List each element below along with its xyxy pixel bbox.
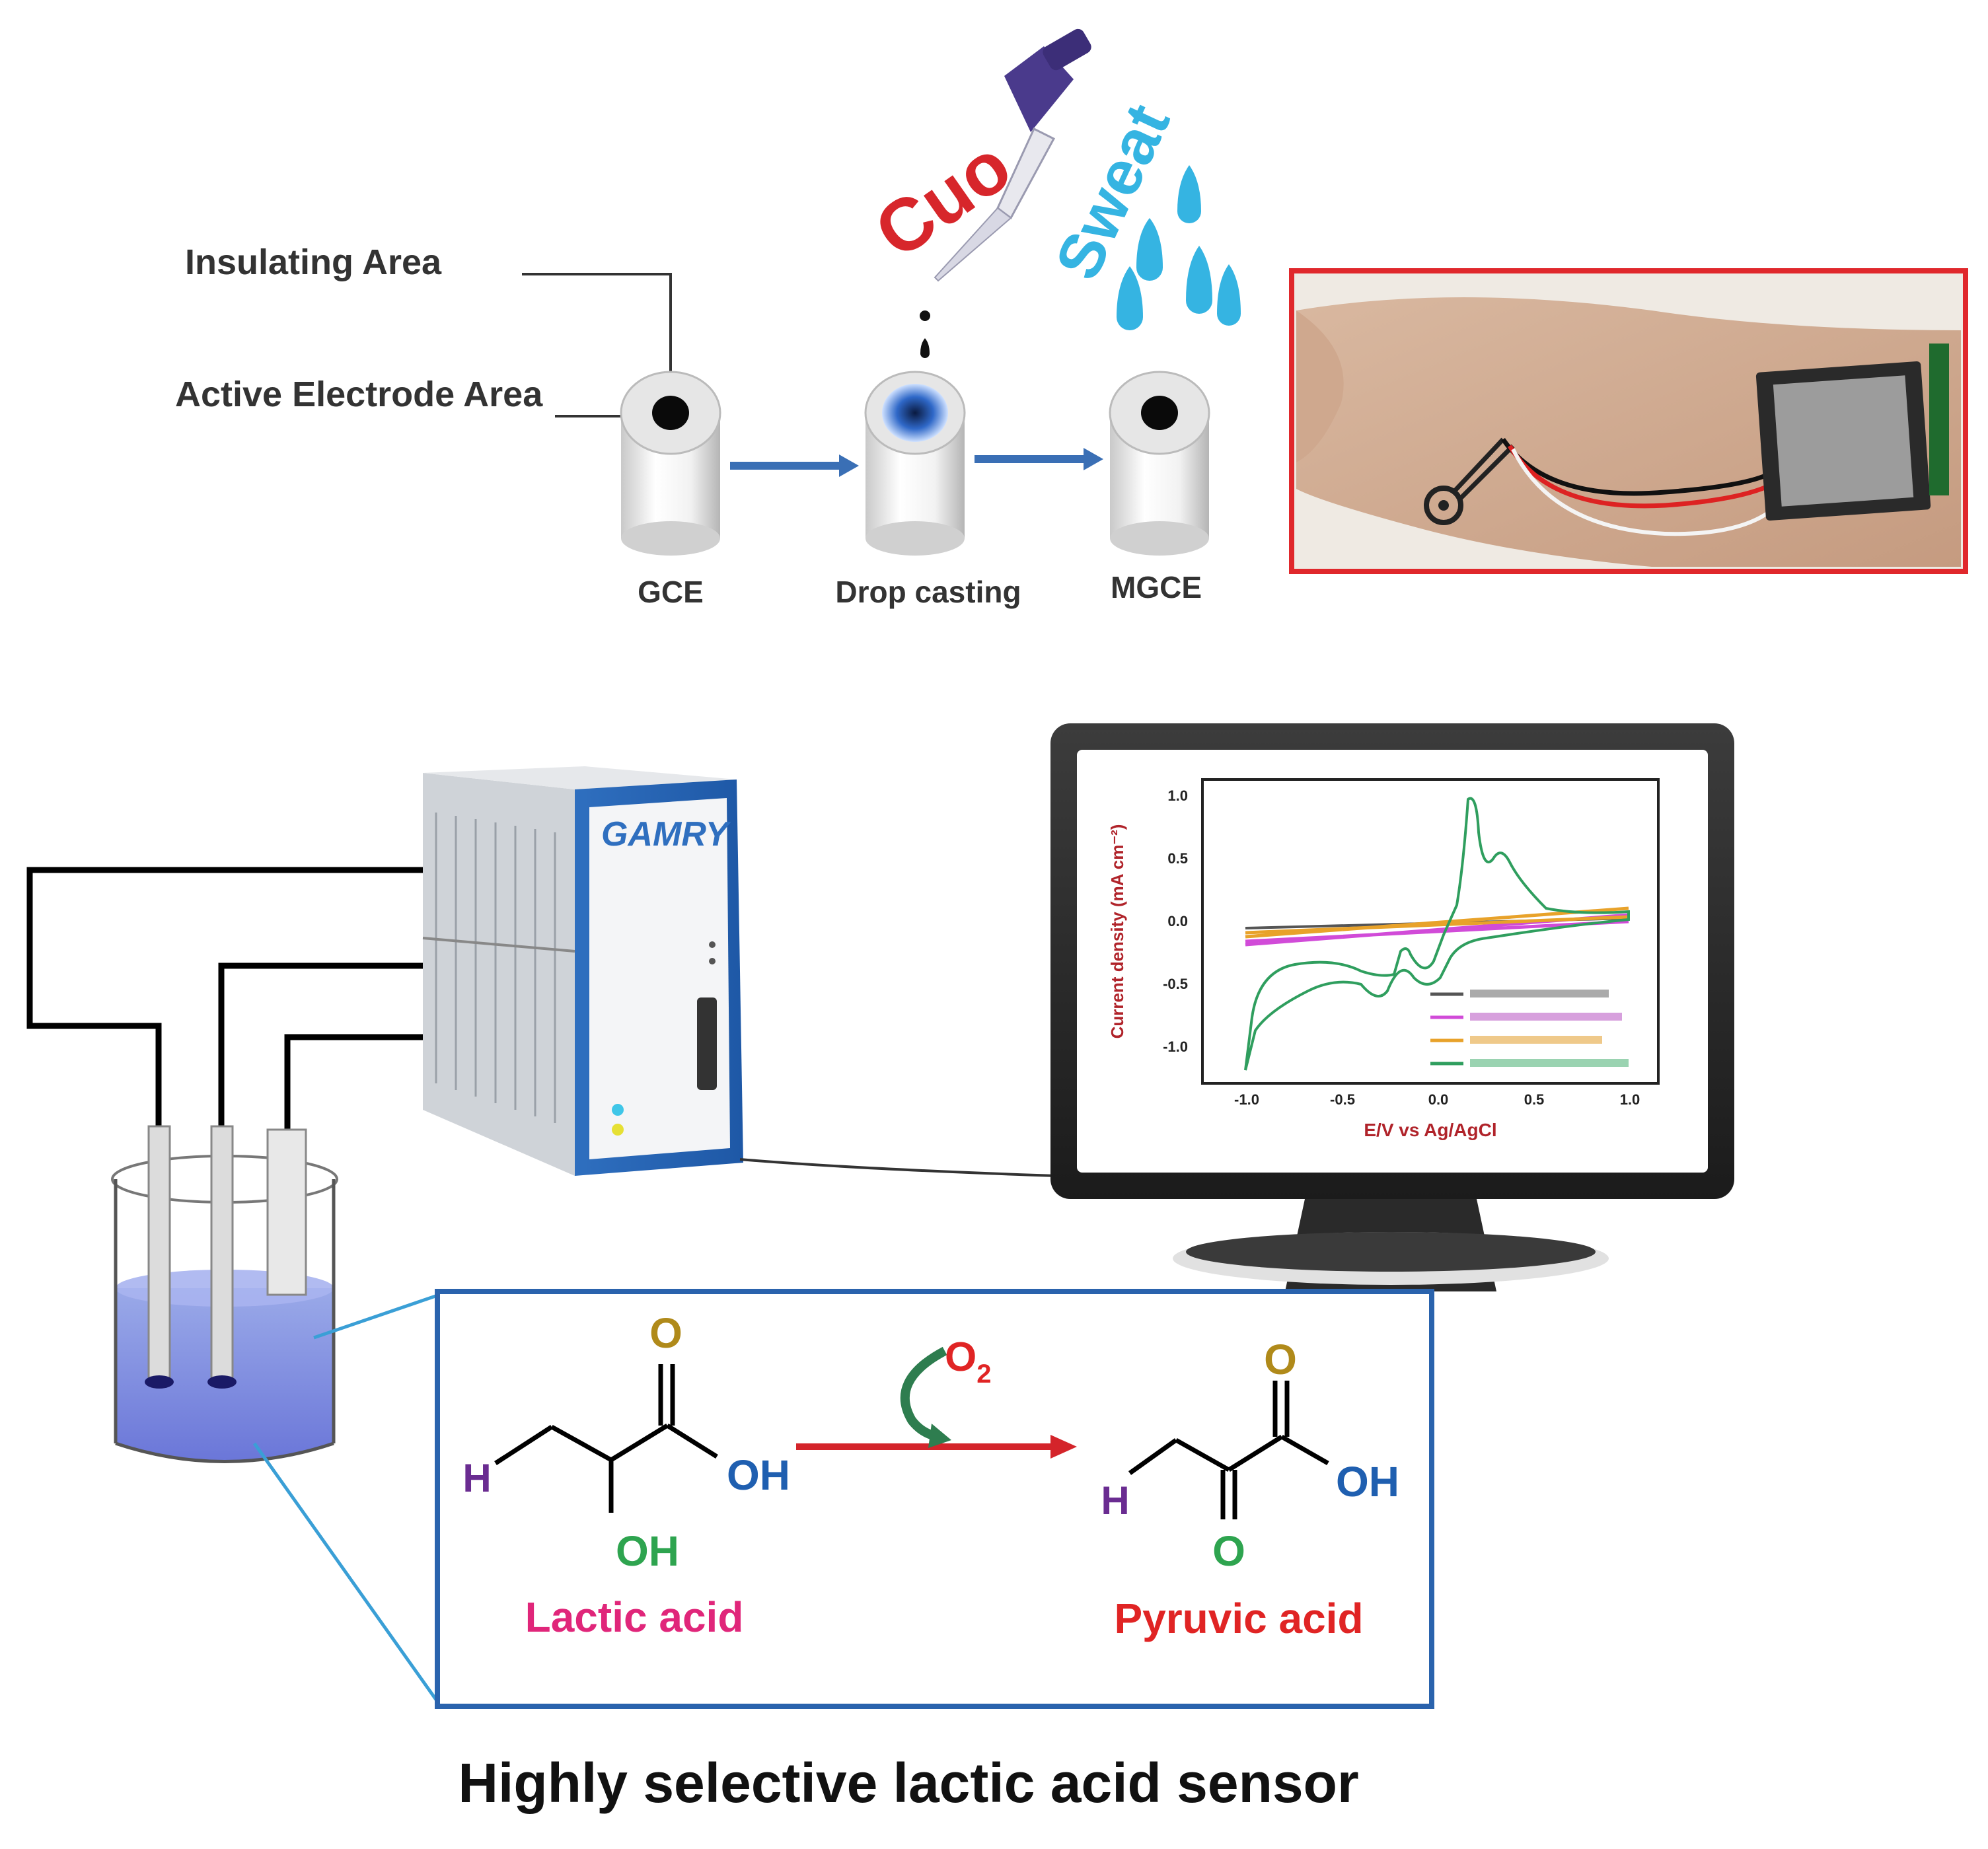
gamry-logo: GAMRY	[601, 815, 731, 853]
drop-casting-electrode	[864, 371, 966, 556]
pipette-icon	[920, 28, 1091, 358]
lactic-oh-right: OH	[727, 1451, 790, 1499]
lactic-h: H	[462, 1456, 491, 1500]
mgce-electrode	[1109, 371, 1210, 556]
cv-ytick-2: 0.0	[1167, 913, 1188, 929]
pyruvic-acid-label: Pyruvic acid	[1114, 1595, 1363, 1642]
zoom-line-top	[313, 1293, 440, 1340]
computer-monitor: Current density (mA cm⁻²) E/V vs Ag/AgCl…	[1050, 723, 1734, 1291]
cv-plot: Current density (mA cm⁻²) E/V vs Ag/AgCl…	[1107, 778, 1660, 1140]
step-label-drop-casting: Drop casting	[835, 575, 1021, 609]
cv-xtick-3: 0.5	[1524, 1091, 1545, 1108]
wire-reference	[218, 962, 423, 1130]
oxygen-label: O2	[945, 1334, 991, 1389]
cv-legend	[1430, 990, 1629, 1067]
cv-trace-green	[1244, 797, 1630, 1071]
cv-ytick-1: 0.5	[1167, 850, 1188, 867]
cv-trace-orange	[1245, 906, 1629, 939]
pyruvic-h: H	[1101, 1478, 1129, 1523]
gamry-potentiostat: GAMRY	[422, 766, 743, 1176]
lactic-acid-label: Lactic acid	[525, 1593, 744, 1641]
prep-arrow-1	[730, 454, 859, 477]
lactic-oh-bottom: OH	[616, 1527, 679, 1575]
reaction-arrow	[796, 1435, 1077, 1459]
lactic-o: O	[649, 1309, 682, 1357]
cv-ytick-3: -0.5	[1163, 976, 1188, 992]
zoom-line-bottom	[252, 1442, 441, 1706]
pyruvic-acid-structure	[1128, 1381, 1329, 1519]
gce-electrode	[620, 371, 721, 556]
cv-xtick-0: -1.0	[1234, 1091, 1259, 1108]
pyruvic-oh: OH	[1336, 1458, 1399, 1505]
lactic-acid-structure	[494, 1364, 718, 1513]
potentiostat-cable	[739, 1158, 1058, 1177]
electrode-prep-section: Insulating Area Active Electrode Area	[175, 28, 1241, 609]
cv-ylabel: Current density (mA cm⁻²)	[1107, 824, 1127, 1039]
cv-ytick-0: 1.0	[1167, 787, 1188, 804]
step-label-mgce: MGCE	[1111, 570, 1202, 604]
cv-xlabel: E/V vs Ag/AgCl	[1364, 1120, 1496, 1140]
sweat-drops-icon	[1117, 165, 1241, 330]
wire-working	[26, 867, 423, 1130]
active-area-label: Active Electrode Area	[175, 375, 543, 414]
insulating-area-leader	[522, 273, 672, 390]
prep-arrow-2	[975, 448, 1103, 470]
insulating-area-label: Insulating Area	[185, 242, 442, 282]
cv-xtick-1: -0.5	[1330, 1091, 1355, 1108]
electrochemical-cell	[26, 867, 423, 1463]
pyruvic-o-bottom: O	[1212, 1527, 1245, 1575]
wrist-sensor-photo	[1289, 268, 1968, 574]
oxygen-curved-arrow-icon	[900, 1346, 951, 1448]
pyruvic-o-top: O	[1264, 1336, 1297, 1383]
reaction-panel: O H OH OH Lactic acid O2 O H OH O	[252, 1289, 1434, 1709]
cv-xtick-2: 0.0	[1428, 1091, 1449, 1108]
figure-caption: Highly selective lactic acid sensor	[458, 1752, 1358, 1814]
step-label-gce: GCE	[638, 575, 704, 609]
cuo-label: Cuo	[860, 124, 1025, 273]
cv-xtick-4: 1.0	[1620, 1091, 1640, 1108]
cv-ytick-4: -1.0	[1163, 1038, 1188, 1055]
wire-counter	[284, 1034, 423, 1130]
